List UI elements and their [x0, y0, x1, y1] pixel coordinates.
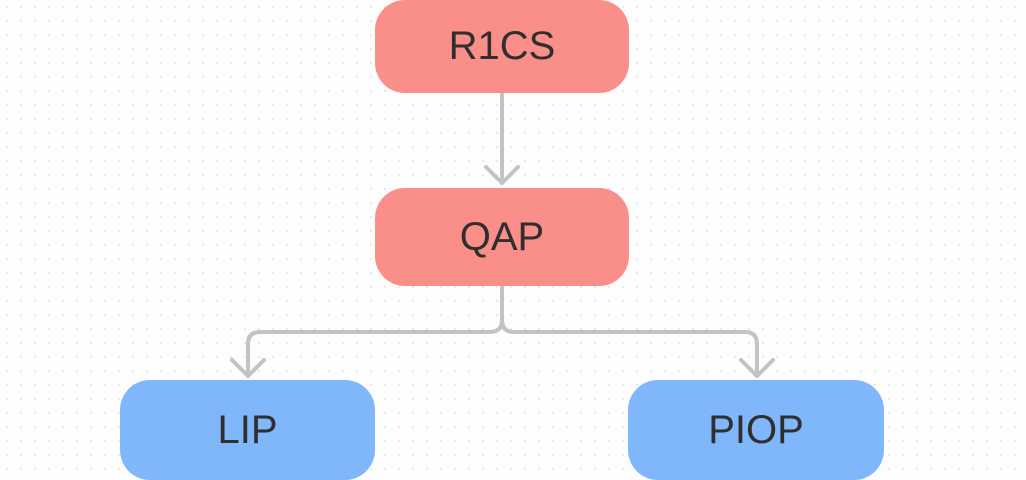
node-lip-label: LIP	[217, 408, 278, 452]
node-r1cs: R1CS	[375, 0, 629, 93]
edges-layer	[230, 91, 775, 378]
node-piop-label: PIOP	[708, 408, 804, 452]
node-qap: QAP	[375, 188, 629, 286]
edge-qap-lip	[230, 284, 504, 378]
node-qap-label: QAP	[459, 214, 545, 259]
diagram-canvas: R1CS QAP LIP PIOP	[120, 0, 884, 480]
node-lip: LIP	[120, 380, 375, 480]
edge-r1cs-qap	[484, 91, 520, 185]
edge-qap-piop	[500, 318, 775, 378]
node-r1cs-label: R1CS	[448, 24, 556, 68]
node-piop: PIOP	[628, 380, 884, 480]
